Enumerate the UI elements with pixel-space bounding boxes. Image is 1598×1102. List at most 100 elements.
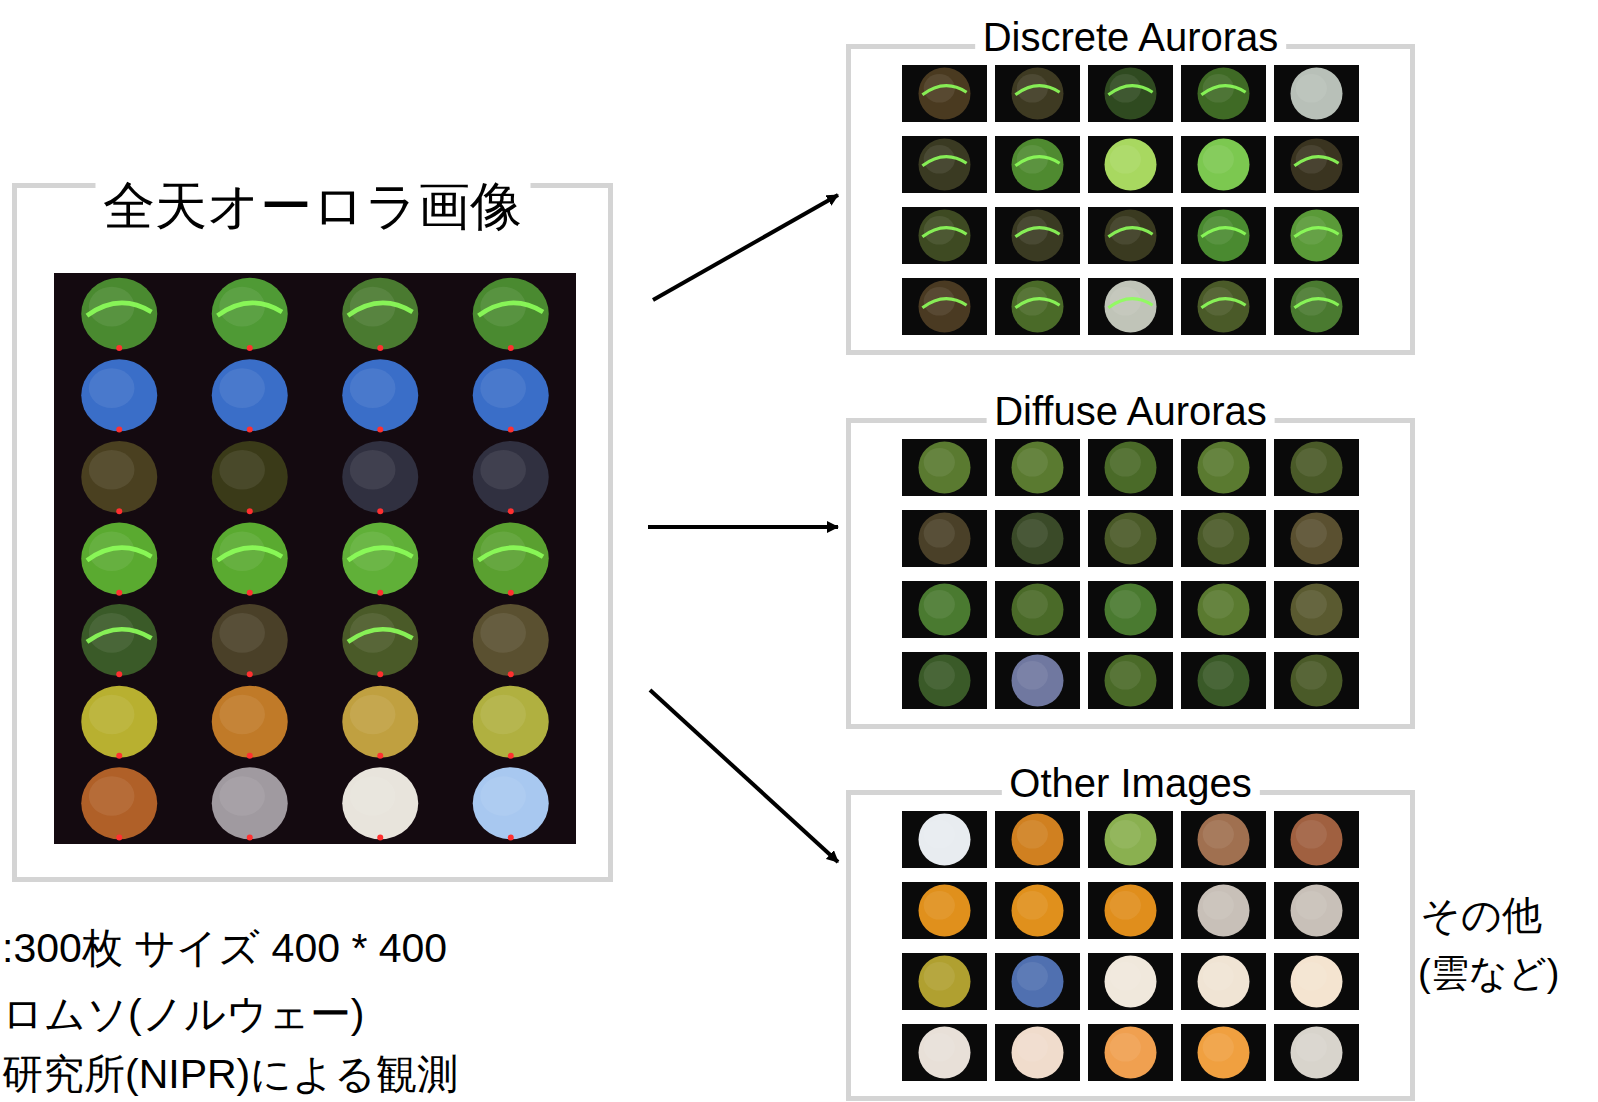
sun-marker	[247, 834, 253, 840]
thumbnail	[1181, 278, 1266, 335]
thumbnail	[1181, 1024, 1266, 1081]
sky-disc	[1105, 1027, 1157, 1079]
sky-glow	[1296, 287, 1327, 316]
aurora-band	[1201, 86, 1245, 95]
sky-disc	[1291, 956, 1343, 1008]
sun-marker	[247, 753, 253, 759]
sky-glow	[219, 368, 265, 408]
aurora-band	[1294, 299, 1338, 308]
sky-glow	[1203, 590, 1234, 619]
sky-disc	[1291, 281, 1343, 333]
sky-glow	[350, 450, 396, 490]
aurora-band	[1015, 157, 1059, 166]
sky-disc	[1291, 655, 1343, 707]
aurora-band	[922, 157, 966, 166]
sky-disc	[212, 359, 288, 431]
thumbnail	[1088, 439, 1173, 496]
thumbnail	[995, 439, 1080, 496]
sky-glow	[1110, 74, 1141, 103]
sky-disc	[1198, 956, 1250, 1008]
aurora-band	[217, 548, 282, 561]
thumbnail	[1274, 1024, 1359, 1081]
sky-disc	[919, 814, 971, 866]
other-note: その他	[1420, 893, 1542, 937]
sky-glow	[350, 532, 396, 572]
sky-disc	[342, 686, 418, 758]
sky-disc	[342, 278, 418, 350]
sky-disc	[1105, 210, 1157, 262]
sky-glow	[1203, 962, 1234, 991]
sky-glow	[924, 519, 955, 548]
sky-disc	[1291, 814, 1343, 866]
sky-disc	[212, 441, 288, 513]
sky-glow	[1017, 74, 1048, 103]
thumbnail	[1181, 652, 1266, 709]
sky-glow	[1203, 1033, 1234, 1062]
thumbnail	[1181, 953, 1266, 1010]
sky-glow	[1203, 820, 1234, 849]
sun-marker	[377, 345, 383, 351]
group-title: Other Images	[1001, 761, 1259, 805]
aurora-band	[1108, 299, 1152, 308]
sky-glow	[480, 776, 526, 816]
thumbnail	[902, 811, 987, 868]
sky-disc	[1012, 956, 1064, 1008]
thumbnail	[1274, 278, 1359, 335]
aurora-band	[1201, 228, 1245, 237]
sky-glow	[1203, 519, 1234, 548]
sky-glow	[1203, 891, 1234, 920]
aurora-band	[217, 303, 282, 316]
sun-marker	[508, 834, 514, 840]
sky-glow	[1296, 820, 1327, 849]
sky-disc	[1291, 442, 1343, 494]
sky-glow	[1017, 820, 1048, 849]
sky-disc	[1291, 1027, 1343, 1079]
sky-glow	[1296, 661, 1327, 690]
sky-glow	[1203, 74, 1234, 103]
group-title: Diffuse Auroras	[986, 389, 1275, 433]
sky-disc	[1012, 210, 1064, 262]
aurora-band	[478, 548, 543, 561]
other-note: (雲など)	[1418, 953, 1559, 995]
thumbnail	[902, 882, 987, 939]
sky-disc	[81, 523, 157, 595]
sky-glow	[1017, 962, 1048, 991]
sky-glow	[350, 368, 396, 408]
sky-glow	[480, 287, 526, 327]
thumbnail	[995, 207, 1080, 264]
sky-glow	[89, 532, 135, 572]
thumbnail	[902, 136, 987, 193]
thumbnail	[1181, 136, 1266, 193]
thumbnail	[1181, 207, 1266, 264]
sky-disc	[1105, 655, 1157, 707]
thumbnail	[1088, 882, 1173, 939]
sky-disc	[81, 441, 157, 513]
flow-arrow	[650, 690, 838, 862]
sky-disc	[1198, 281, 1250, 333]
sky-disc	[81, 767, 157, 839]
thumbnail	[1181, 581, 1266, 638]
sky-glow	[1203, 661, 1234, 690]
thumbnail	[1088, 1024, 1173, 1081]
aurora-band	[348, 629, 413, 642]
sky-disc	[1105, 442, 1157, 494]
sky-glow	[1296, 74, 1327, 103]
sky-disc	[1198, 210, 1250, 262]
sky-glow	[350, 776, 396, 816]
sky-glow	[924, 287, 955, 316]
sky-disc	[919, 281, 971, 333]
sky-disc	[81, 686, 157, 758]
thumbnail	[1274, 136, 1359, 193]
aurora-band	[922, 228, 966, 237]
sky-disc	[473, 686, 549, 758]
aurora-band	[1015, 86, 1059, 95]
sun-marker	[247, 671, 253, 677]
location-note: ロムソ(ノルウェー)	[2, 992, 364, 1037]
sky-disc	[1105, 513, 1157, 565]
aurora-band	[1108, 228, 1152, 237]
sky-glow	[480, 613, 526, 653]
sun-marker	[377, 834, 383, 840]
sky-disc	[81, 604, 157, 676]
thumbnail	[1088, 811, 1173, 868]
sun-marker	[508, 753, 514, 759]
